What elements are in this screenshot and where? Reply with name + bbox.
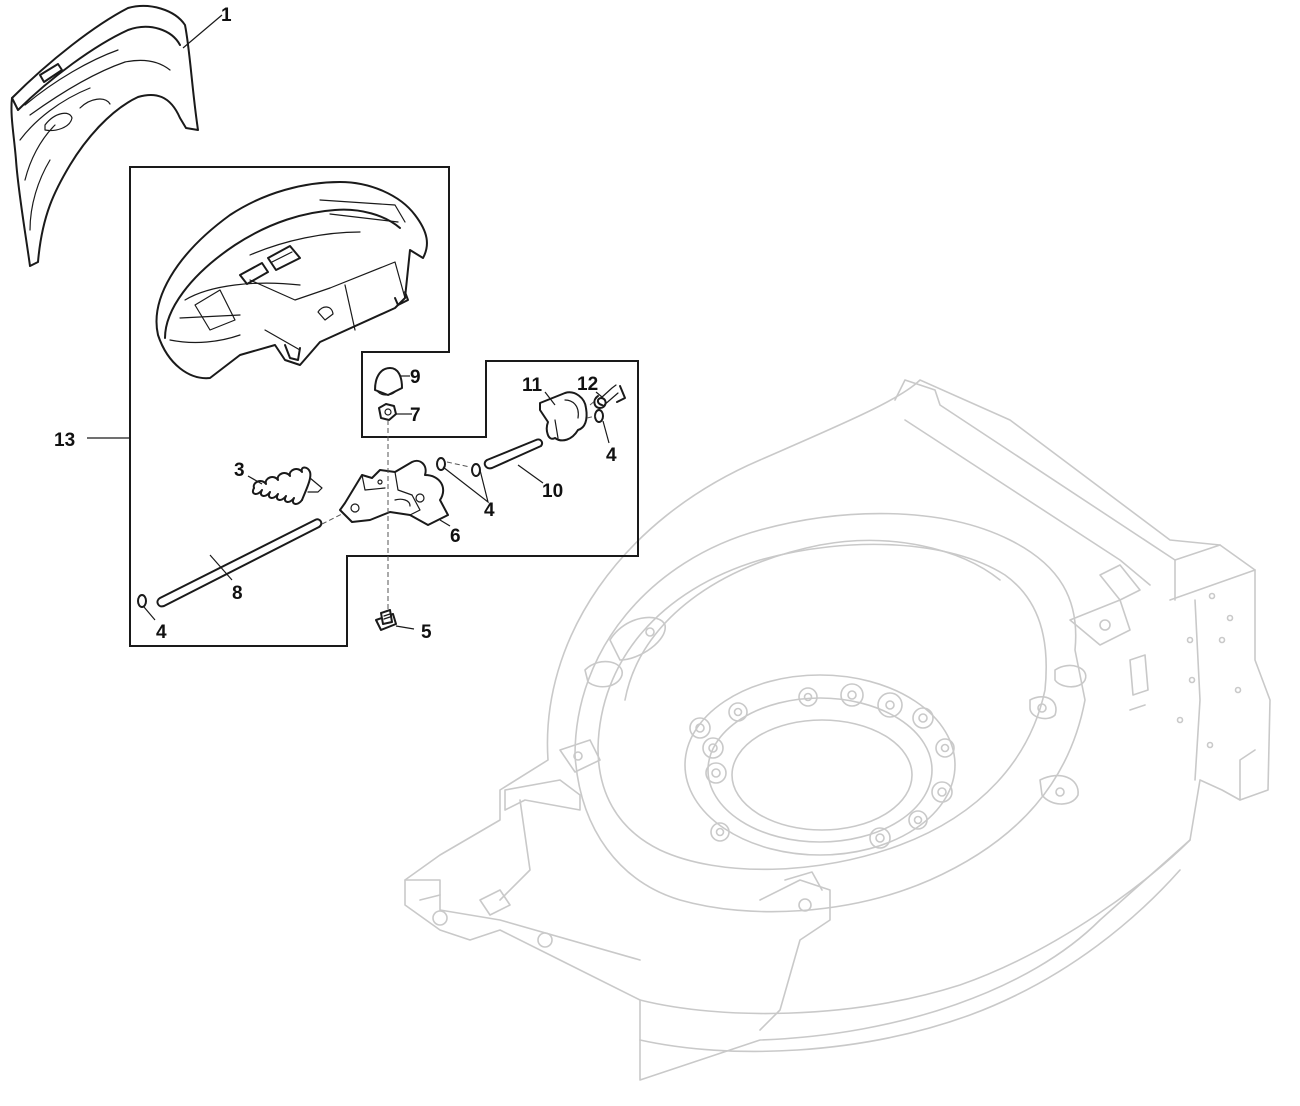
part-11-latch-hook	[539, 391, 588, 442]
callout-7: 7	[410, 405, 421, 426]
part-7-nut	[378, 403, 397, 421]
part-12-torsion-spring	[593, 384, 626, 409]
part-5-bolt	[375, 609, 397, 631]
part-1-rear-flap	[10, 4, 199, 267]
callout-3: 3	[234, 460, 245, 481]
part-6-lever-bracket	[339, 459, 449, 526]
part-9-cap-nut	[374, 367, 403, 396]
callout-10: 10	[542, 481, 563, 502]
callout-12: 12	[577, 374, 598, 395]
part-8-long-rod	[156, 518, 323, 608]
kit-13-frame	[129, 166, 639, 647]
callout-5: 5	[421, 622, 432, 643]
callout-11: 11	[522, 375, 543, 396]
assembly-axes	[321, 399, 597, 612]
callout-4-right: 4	[606, 445, 617, 466]
mower-deck-ghost	[404, 379, 1271, 1081]
callout-8: 8	[232, 583, 243, 604]
callout-4-middle: 4	[484, 500, 495, 521]
leader-lines	[87, 14, 610, 630]
part-3-tension-spring	[252, 466, 323, 505]
part-13-rear-cover	[155, 181, 428, 380]
callout-6: 6	[450, 526, 461, 547]
callout-1: 1	[221, 5, 232, 26]
callout-4-left: 4	[156, 622, 167, 643]
callout-labels: 1 13 9 7 11 12 4 3 4 10 6 8 4 5	[54, 5, 617, 643]
callout-9: 9	[410, 367, 421, 388]
callout-13: 13	[54, 430, 75, 451]
part-10-short-pin	[483, 438, 544, 470]
